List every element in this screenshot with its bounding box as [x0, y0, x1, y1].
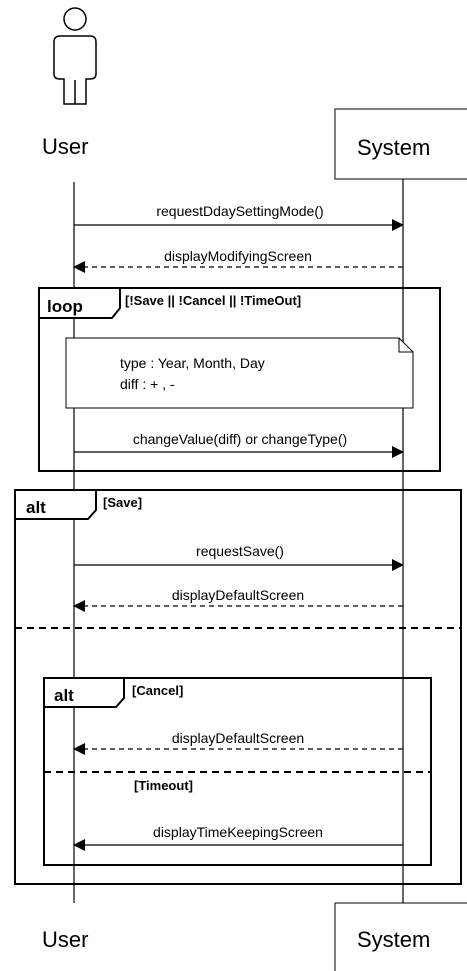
- message-label-request-save: requestSave(): [196, 543, 284, 559]
- note-line-type: type : Year, Month, Day: [120, 355, 265, 371]
- participant-system-label-bottom: System: [357, 927, 430, 952]
- note-line-diff: diff : + , -: [120, 376, 175, 392]
- note-fold: [398, 338, 413, 353]
- message-label-display-default-screen-1: displayDefaultScreen: [172, 587, 304, 603]
- alt-inner-keyword: alt: [54, 686, 74, 705]
- loop-fragment-tag: [38, 287, 121, 319]
- participant-user-label-bottom: User: [42, 927, 88, 952]
- alt-outer-fragment-frame: [14, 489, 462, 885]
- alt-outer-fragment-tag: [14, 489, 97, 520]
- message-label-display-default-screen-2: displayDefaultScreen: [172, 730, 304, 746]
- participant-system-box-top: [334, 108, 467, 180]
- message-label-change-value: changeValue(diff) or changeType(): [133, 431, 347, 447]
- participant-user-label-top: User: [42, 134, 88, 159]
- alt-outer-guard-save: [Save]: [103, 495, 142, 510]
- user-actor-icon: [53, 7, 97, 105]
- participant-system-label-top: System: [357, 135, 430, 160]
- message-label-request-dday-setting-mode: requestDdaySettingMode(): [156, 203, 323, 219]
- alt-inner-guard-timeout: [Timeout]: [134, 778, 193, 793]
- message-label-display-time-keeping-screen: displayTimeKeepingScreen: [153, 824, 323, 840]
- alt-inner-fragment-tag: [43, 677, 125, 708]
- note-box: [65, 337, 414, 409]
- loop-fragment-frame: [38, 287, 441, 472]
- loop-guard: [!Save || !Cancel || !TimeOut]: [125, 293, 301, 308]
- alt-outer-keyword: alt: [26, 498, 46, 517]
- loop-keyword: loop: [47, 297, 83, 316]
- alt-inner-guard-cancel: [Cancel]: [132, 683, 183, 698]
- participant-system-box-bottom: [334, 902, 467, 971]
- message-label-display-modifying-screen: displayModifyingScreen: [164, 248, 312, 264]
